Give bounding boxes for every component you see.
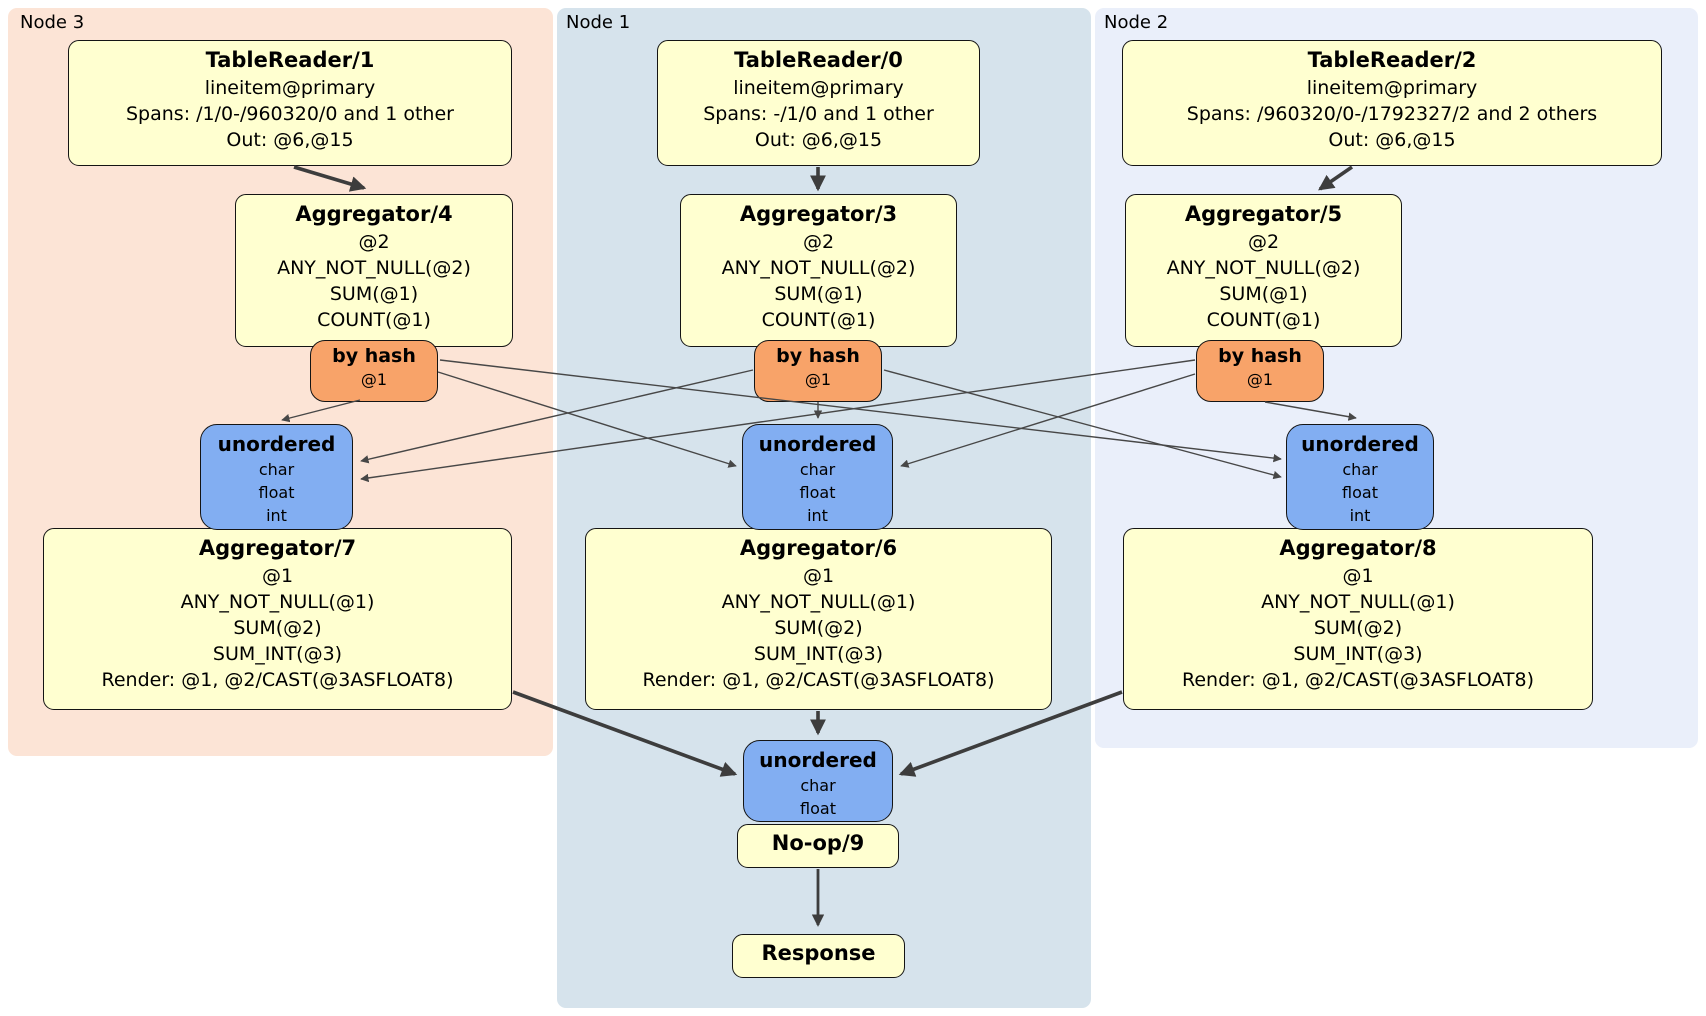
aggregator-4-box: Aggregator/4 @2 ANY_NOT_NULL(@2) SUM(@1)…	[235, 194, 513, 347]
box-title: unordered	[217, 432, 336, 456]
box-title: unordered	[759, 748, 877, 772]
box-title: Aggregator/6	[739, 536, 898, 560]
box-title: Aggregator/7	[198, 536, 357, 560]
aggregator-8-box: Aggregator/8 @1 ANY_NOT_NULL(@1) SUM(@2)…	[1123, 528, 1593, 710]
node3-label: Node 3	[20, 12, 85, 33]
table-reader-2-box: TableReader/2 lineitem@primary Spans: /9…	[1122, 40, 1662, 166]
aggregator-3-box: Aggregator/3 @2 ANY_NOT_NULL(@2) SUM(@1)…	[680, 194, 957, 347]
box-title: Response	[761, 941, 876, 965]
aggregator-5-box: Aggregator/5 @2 ANY_NOT_NULL(@2) SUM(@1)…	[1125, 194, 1402, 347]
aggregator-7-box: Aggregator/7 @1 ANY_NOT_NULL(@1) SUM(@2)…	[43, 528, 512, 710]
unordered-sync-node2: unordered char float int	[1286, 424, 1434, 530]
hash-router-node1: by hash @1	[754, 340, 882, 402]
table-reader-0-box: TableReader/0 lineitem@primary Spans: -/…	[657, 40, 980, 166]
box-title: Aggregator/8	[1279, 536, 1437, 560]
unordered-sync-final: unordered char float	[743, 740, 893, 822]
box-title: Aggregator/4	[295, 202, 453, 226]
response-box: Response	[732, 934, 905, 978]
node1-label: Node 1	[566, 12, 631, 33]
table-reader-1-box: TableReader/1 lineitem@primary Spans: /1…	[68, 40, 512, 166]
box-title: by hash	[1218, 345, 1302, 367]
box-title: by hash	[332, 345, 416, 367]
box-title: TableReader/2	[1307, 48, 1477, 72]
node2-label: Node 2	[1104, 12, 1169, 33]
box-title: TableReader/1	[205, 48, 375, 72]
box-title: TableReader/0	[734, 48, 903, 72]
box-title: No-op/9	[771, 831, 865, 855]
box-title: by hash	[776, 345, 860, 367]
box-title: unordered	[758, 432, 877, 456]
unordered-sync-node1: unordered char float int	[742, 424, 893, 530]
box-title: unordered	[1301, 432, 1419, 456]
unordered-sync-node3: unordered char float int	[200, 424, 353, 530]
box-title: Aggregator/5	[1184, 202, 1343, 226]
noop-box: No-op/9	[737, 824, 899, 868]
box-title: Aggregator/3	[739, 202, 898, 226]
hash-router-node2: by hash @1	[1196, 340, 1324, 402]
hash-router-node3: by hash @1	[310, 340, 438, 402]
aggregator-6-box: Aggregator/6 @1 ANY_NOT_NULL(@1) SUM(@2)…	[585, 528, 1052, 710]
